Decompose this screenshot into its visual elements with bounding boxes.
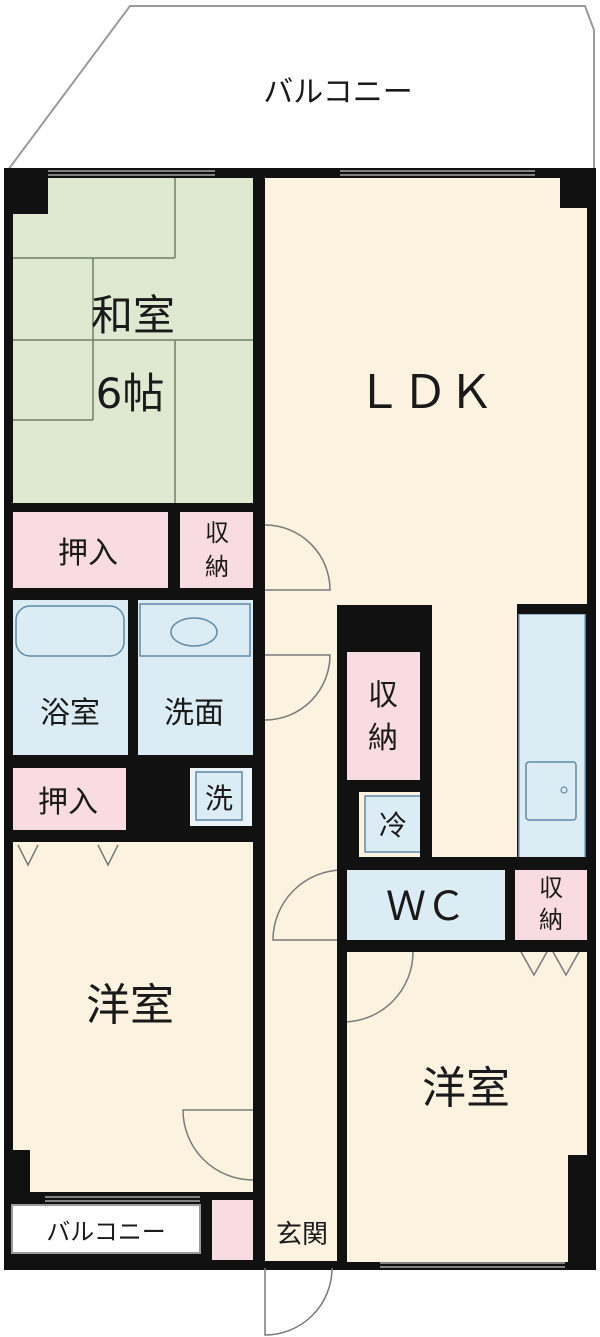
entrance-label: 玄関 <box>276 1220 328 1250</box>
oshiire-top <box>13 512 168 588</box>
washitsu-label-line2: 6帖 <box>96 369 165 418</box>
youshitsu-right-room <box>347 952 587 1262</box>
entrance-hall <box>265 1195 340 1261</box>
bath-label: 浴室 <box>40 696 100 731</box>
balcony-top-outline <box>7 5 595 171</box>
ldk-label: ＬＤＫ <box>356 365 494 419</box>
oshiire-mid-label: 押入 <box>38 785 98 820</box>
shuno-mid-label-line1: 収 <box>368 678 398 713</box>
shuno-top-label-line2: 納 <box>205 553 229 581</box>
oshiire-top-label: 押入 <box>58 536 118 571</box>
balcony-bottom-label: バルコニー <box>46 1218 166 1246</box>
interior-walls <box>13 178 587 1268</box>
youshitsu-left-room <box>13 842 253 1192</box>
oshiire-mid <box>13 768 126 830</box>
corridor <box>265 645 340 1200</box>
washbasin-counter <box>139 603 251 657</box>
wc-room <box>347 870 505 940</box>
laundry-box <box>195 771 243 821</box>
shuno-right-label-line2: 納 <box>539 906 563 934</box>
youshitsu-left-label: 洋室 <box>86 980 174 1031</box>
youshitsu-right-label: 洋室 <box>422 1063 510 1114</box>
ldk-room-right <box>430 600 517 860</box>
shuno-mid-label-line2: 納 <box>368 721 398 756</box>
shuno-right <box>515 870 587 940</box>
fridge-label: 冷 <box>379 809 407 842</box>
door-swings <box>17 524 581 1336</box>
kitchen-drain <box>560 786 568 794</box>
bathtub <box>15 605 125 657</box>
washbasin <box>170 617 218 647</box>
washitsu-label-line1: 和室 <box>91 291 175 340</box>
shuno-mid <box>347 652 420 780</box>
laundry-label: 洗 <box>205 782 233 815</box>
shoe-storage <box>212 1198 256 1260</box>
kitchen-counter <box>518 613 586 859</box>
ldk-room <box>265 178 587 608</box>
shuno-top <box>180 512 253 588</box>
washroom-label: 洗面 <box>164 696 224 731</box>
wc-label: ＷＣ <box>386 884 466 930</box>
windows <box>45 170 565 1268</box>
shuno-top-label-line1: 収 <box>205 519 229 547</box>
kitchen-sink <box>525 761 577 821</box>
balcony-bottom <box>11 1204 201 1254</box>
columns <box>4 168 596 1268</box>
shuno-right-label-line1: 収 <box>539 874 563 902</box>
balcony-top-label: バルコニー <box>263 75 412 110</box>
tatami-lines <box>13 178 253 503</box>
